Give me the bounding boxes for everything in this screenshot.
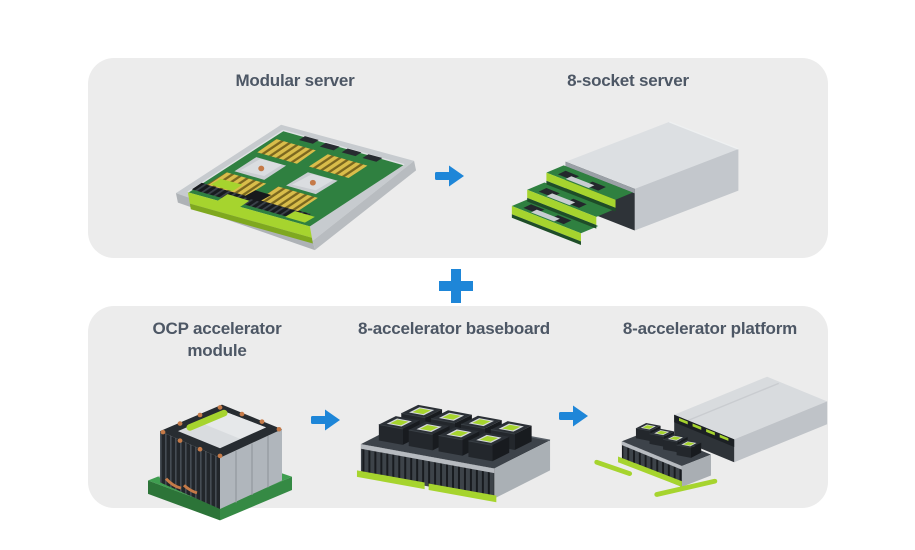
figure-label: OCP accelerator module (152, 319, 282, 360)
figure-label: Modular server (235, 71, 355, 90)
figure-label: 8-socket server (567, 71, 689, 90)
figure-8-accelerator-baseboard: 8-accelerator baseboard (346, 318, 562, 506)
figure-8-accelerator-platform: 8-accelerator platform (588, 318, 832, 504)
server-sled (527, 182, 614, 229)
arrow-right-icon (559, 405, 588, 427)
figure-modular-server: Modular server (166, 70, 424, 252)
server-panel: Modular server (88, 58, 828, 258)
plus-icon (439, 269, 473, 303)
server-sled (511, 198, 599, 245)
figure-8-socket-server: 8-socket server (508, 70, 748, 254)
8-accelerator-baseboard-illustration (356, 404, 551, 503)
arrow-right-icon (311, 409, 340, 431)
ocp-accelerator-module-illustration (148, 404, 292, 521)
inner-module-handles (679, 418, 729, 441)
8-accelerator-platform-illustration (594, 376, 828, 497)
copper-pins (160, 405, 282, 459)
accelerator-panel: OCP accelerator module (88, 306, 828, 521)
8-socket-server-illustration (511, 121, 739, 245)
modular-server-illustration (175, 124, 417, 251)
figure-ocp-accelerator-module: OCP accelerator module (128, 318, 306, 528)
figure-label: 8-accelerator platform (622, 319, 798, 338)
server-sled (546, 165, 633, 212)
arrow-right-icon (435, 165, 464, 187)
figure-label: 8-accelerator baseboard (358, 319, 550, 338)
